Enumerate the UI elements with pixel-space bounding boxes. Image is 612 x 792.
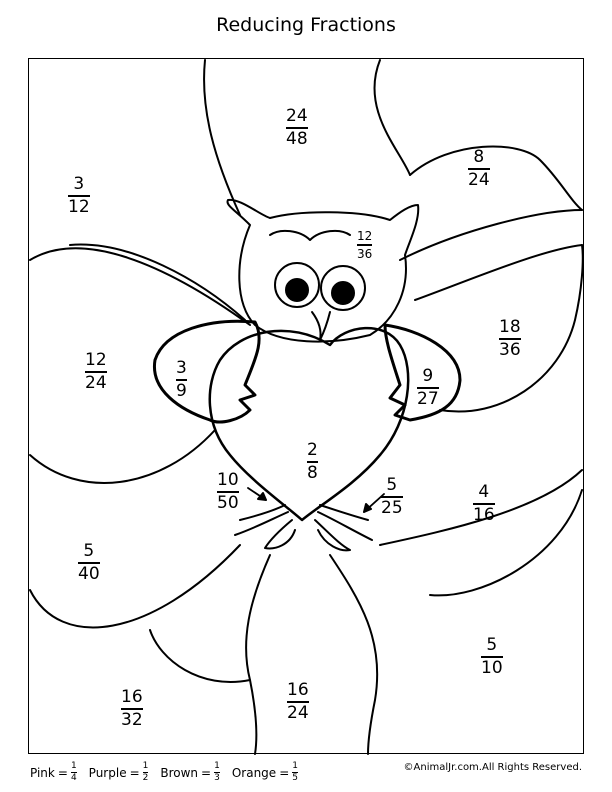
owl-right-foot <box>314 504 373 552</box>
denominator: 36 <box>357 246 373 261</box>
denominator: 40 <box>78 563 100 584</box>
numerator: 8 <box>473 147 485 167</box>
numerator: 3 <box>73 174 85 194</box>
owl-head-inner-mark <box>269 229 351 241</box>
numerator: 4 <box>478 482 490 502</box>
numerator: 18 <box>499 317 521 337</box>
owl-left-pupil <box>285 278 309 302</box>
owl-left-foot <box>234 504 296 550</box>
denominator: 9 <box>176 380 187 401</box>
petal-line-left-3 <box>69 243 246 321</box>
owl-left-wing <box>153 319 261 424</box>
legend-color-label: Orange <box>231 765 277 780</box>
denominator: 16 <box>473 504 495 525</box>
legend-color-label: Brown <box>160 765 199 780</box>
denominator: 24 <box>85 372 107 393</box>
legend-color-label: Purple <box>88 765 127 780</box>
denominator: 50 <box>217 492 239 513</box>
denominator: 12 <box>68 196 90 217</box>
owl-right-pupil <box>331 281 355 305</box>
denominator: 25 <box>381 497 403 518</box>
lower-loop-left <box>149 629 251 683</box>
copyright-notice: ©AnimalJr.com.All Rights Reserved. <box>403 762 582 773</box>
owl-right-eye <box>320 265 366 311</box>
numerator: 5 <box>83 541 95 561</box>
denominator: 27 <box>417 388 439 409</box>
stem-right <box>329 554 379 755</box>
petal-line-left-1 <box>29 247 251 326</box>
denominator: 32 <box>121 709 143 730</box>
owl-right-wing <box>383 323 462 422</box>
petal-line-right-2 <box>414 244 583 301</box>
numerator: 2 <box>307 440 318 460</box>
numerator: 5 <box>486 635 498 655</box>
numerator: 12 <box>85 350 107 370</box>
petal-line-lower-left <box>29 544 241 629</box>
left-arrow-head <box>257 492 267 501</box>
petal-line-top-mid <box>373 59 411 176</box>
denominator: 48 <box>286 128 308 149</box>
numerator: 10 <box>217 470 239 490</box>
petal-line-right-1 <box>399 209 583 261</box>
numerator: 12 <box>357 229 373 243</box>
numerator: 3 <box>176 358 187 378</box>
petal-line-lower-right-2 <box>429 489 583 597</box>
right-arrow-head <box>363 503 372 513</box>
numerator: 16 <box>287 680 309 700</box>
petal-line-right-3 <box>439 244 584 413</box>
page-title: Reducing Fractions <box>216 14 396 36</box>
heart-outline <box>208 326 410 522</box>
denominator: 8 <box>307 462 318 483</box>
owl-head-outline <box>226 198 420 343</box>
numerator: 5 <box>386 475 398 495</box>
numerator: 16 <box>121 687 143 707</box>
petal-line-lower-right <box>379 469 583 546</box>
owl-left-eye <box>274 262 320 308</box>
denominator: 24 <box>287 702 309 723</box>
petal-line-top-right <box>409 145 583 211</box>
numerator: 24 <box>286 106 308 126</box>
petal-line-left-2 <box>29 429 216 484</box>
denominator: 36 <box>499 339 521 360</box>
stem-left <box>245 554 271 755</box>
coloring-frame <box>28 58 584 754</box>
numerator: 9 <box>422 366 434 386</box>
denominator: 24 <box>468 169 490 190</box>
denominator: 10 <box>481 657 503 678</box>
legend-color-label: Pink <box>30 765 55 780</box>
petal-line-top-left <box>203 59 241 216</box>
